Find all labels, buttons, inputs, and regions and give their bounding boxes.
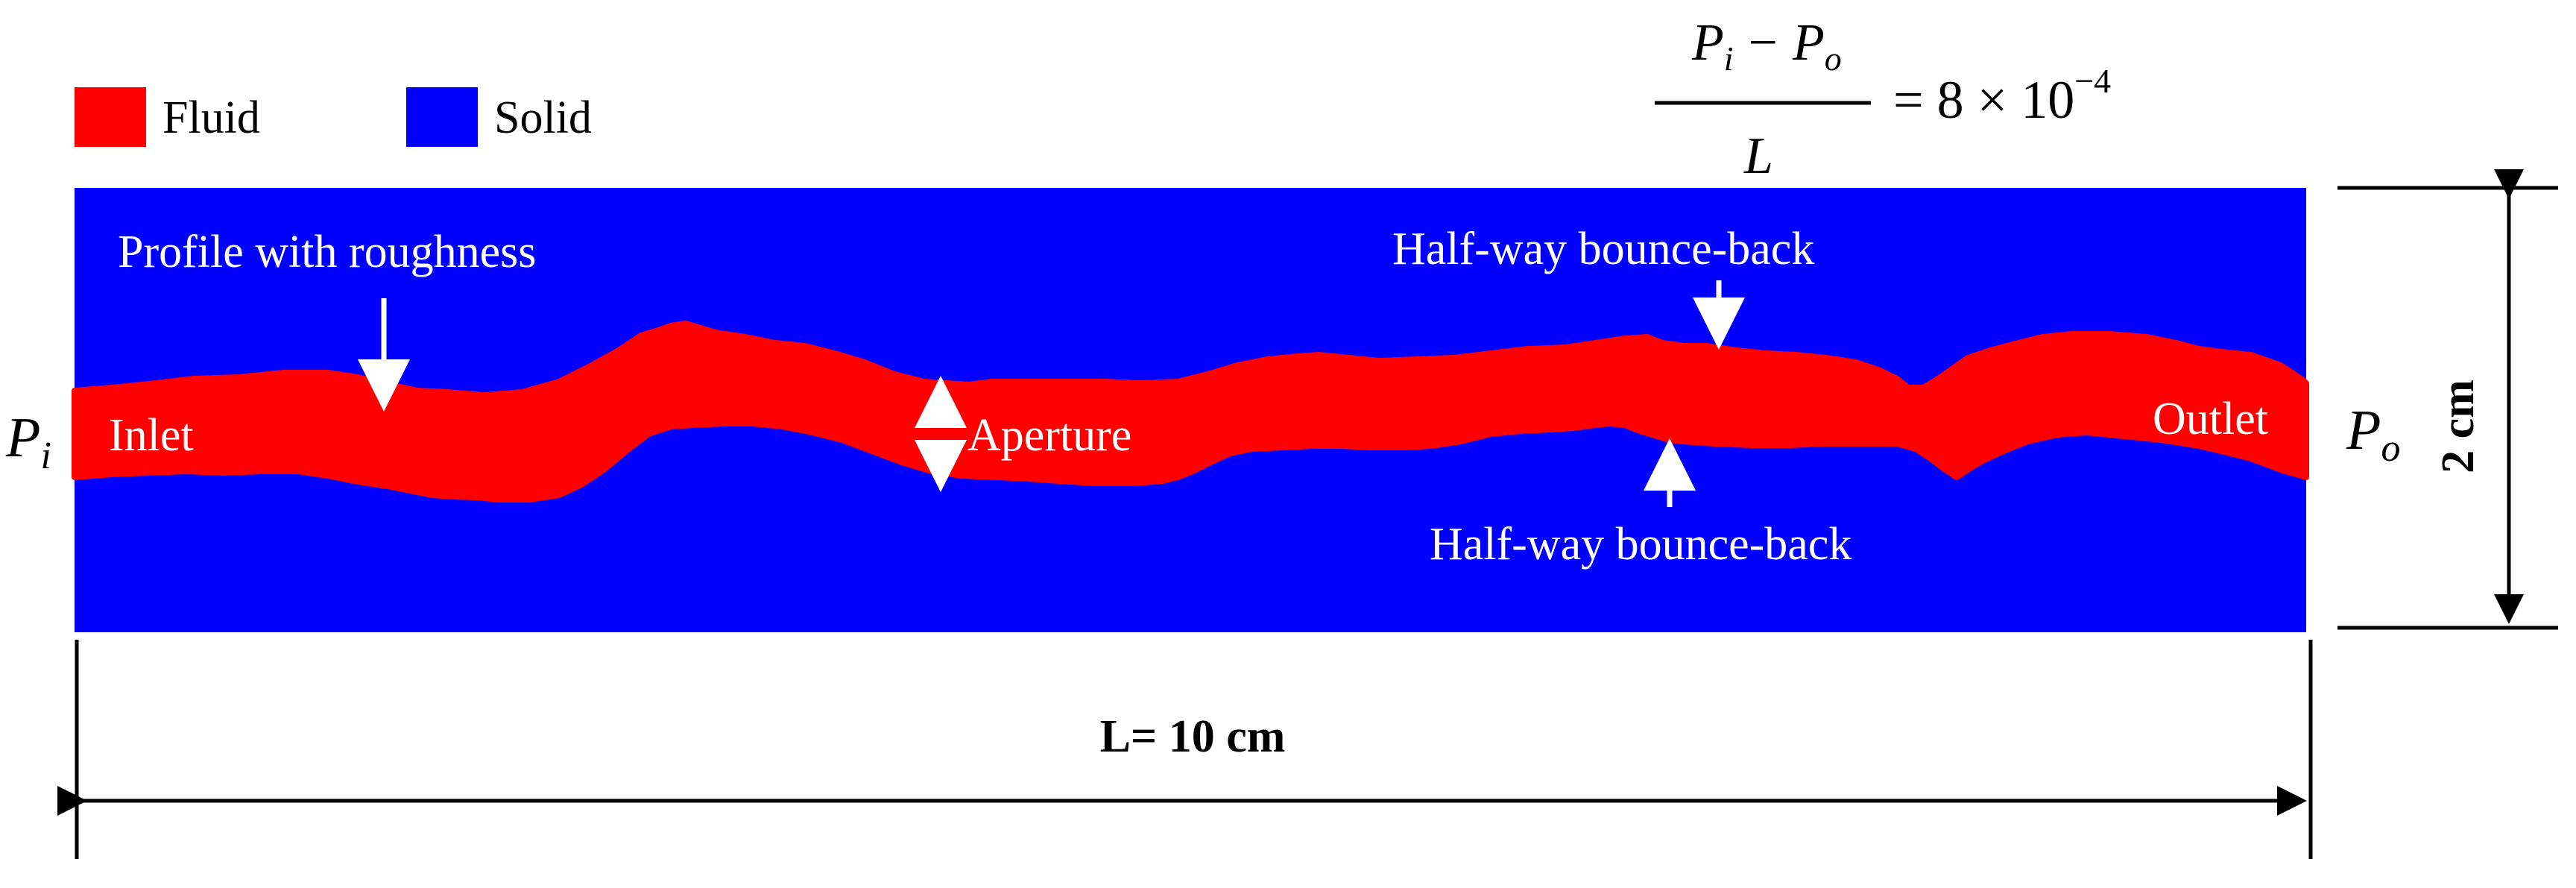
length-label: L= 10 cm — [1100, 711, 1286, 762]
pressure-gradient-equation: Pi−Po L = 8 × 10−4 — [1655, 14, 2111, 185]
profile-roughness-label: Profile with roughness — [118, 227, 536, 277]
length-dimension: L= 10 cm — [57, 640, 2313, 859]
equation-rhs: = 8 × 10−4 — [1893, 62, 2111, 130]
outlet-label: Outlet — [2153, 394, 2268, 444]
height-label: 2 cm — [2433, 380, 2484, 473]
legend-swatch-fluid — [75, 87, 146, 147]
legend-label-fluid: Fluid — [162, 92, 260, 143]
halfway-bounce-back-top-label: Half-way bounce-back — [1392, 224, 1814, 274]
inlet-pressure-label: Pi — [5, 406, 51, 477]
legend-swatch-solid — [406, 87, 478, 147]
fluid-fracture — [72, 321, 2309, 503]
legend-label-solid: Solid — [494, 92, 592, 143]
equation-denominator: L — [1743, 127, 1773, 185]
legend: Fluid Solid — [75, 87, 592, 147]
inlet-label: Inlet — [109, 410, 194, 461]
equation-numerator: Pi−Po — [1691, 14, 1842, 78]
height-dimension: 2 cm — [2337, 169, 2558, 630]
aperture-label: Aperture — [967, 410, 1131, 461]
outlet-pressure-label: Po — [2346, 399, 2400, 470]
halfway-bounce-back-bottom-label: Half-way bounce-back — [1430, 519, 1852, 570]
